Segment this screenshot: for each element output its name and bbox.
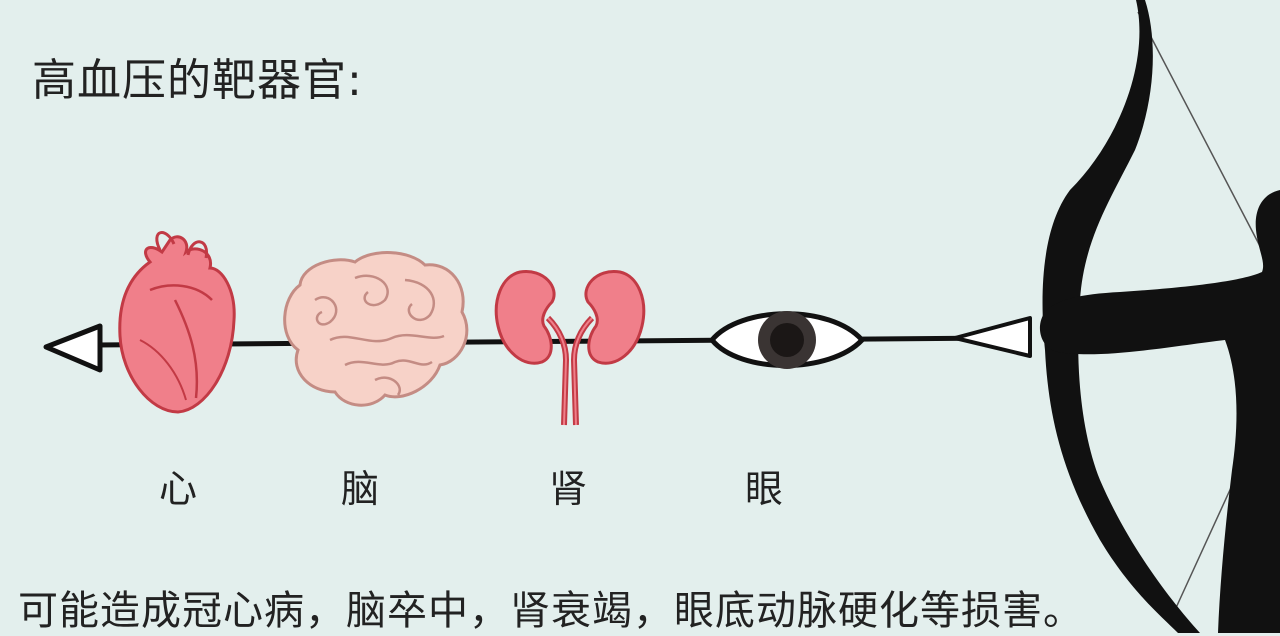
caption-text: 可能造成冠心病，脑卒中，肾衰竭，眼底动脉硬化等损害。 — [18, 588, 1084, 634]
bow-string-upper — [1137, 11, 1263, 251]
archer-silhouette-icon — [1039, 190, 1280, 633]
label-kidney: 肾 — [548, 467, 587, 511]
bow-icon — [1042, 0, 1200, 633]
label-heart: 心 — [158, 467, 197, 511]
label-eye: 眼 — [744, 467, 783, 511]
arrowhead-icon — [43, 323, 103, 373]
kidney-icon — [494, 270, 646, 426]
brain-icon — [283, 251, 469, 407]
eye-icon — [708, 311, 866, 369]
page-title: 高血压的靶器官: — [32, 55, 363, 106]
heart-icon — [118, 231, 236, 414]
label-brain: 脑 — [340, 467, 379, 511]
arrow-fletching-icon — [953, 316, 1032, 358]
